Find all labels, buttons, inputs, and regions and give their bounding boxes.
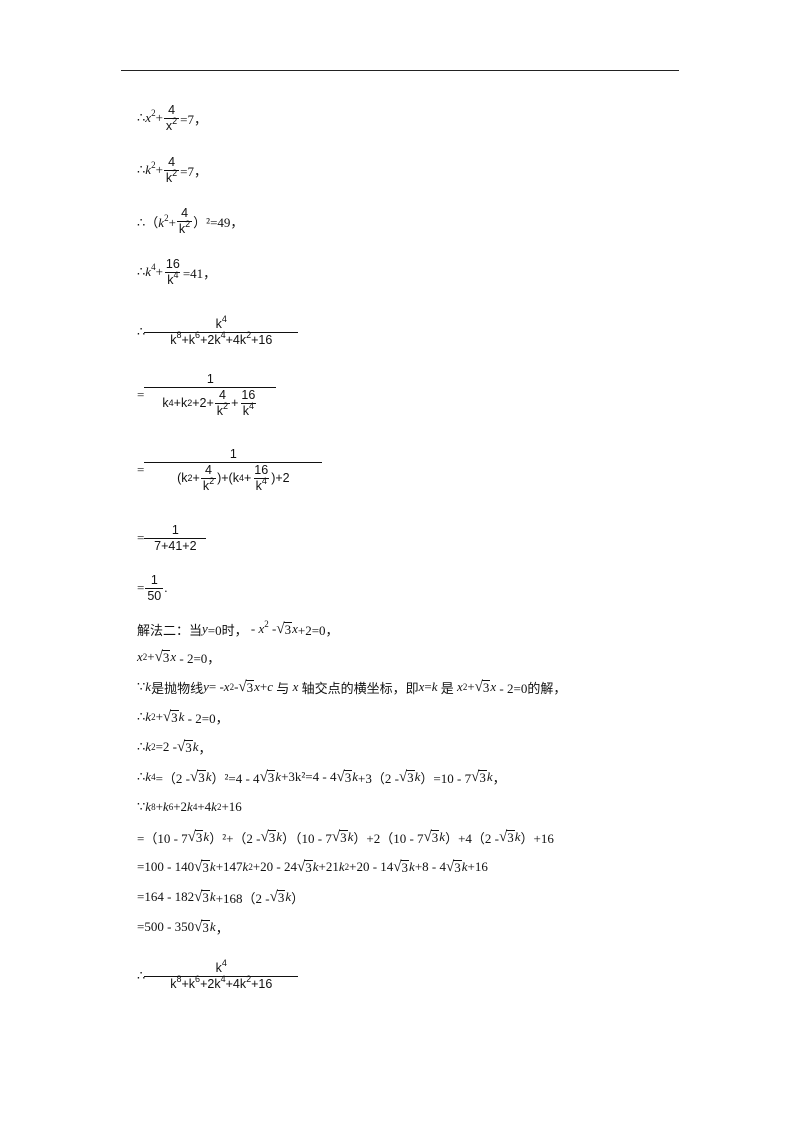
header-rule — [121, 70, 679, 71]
